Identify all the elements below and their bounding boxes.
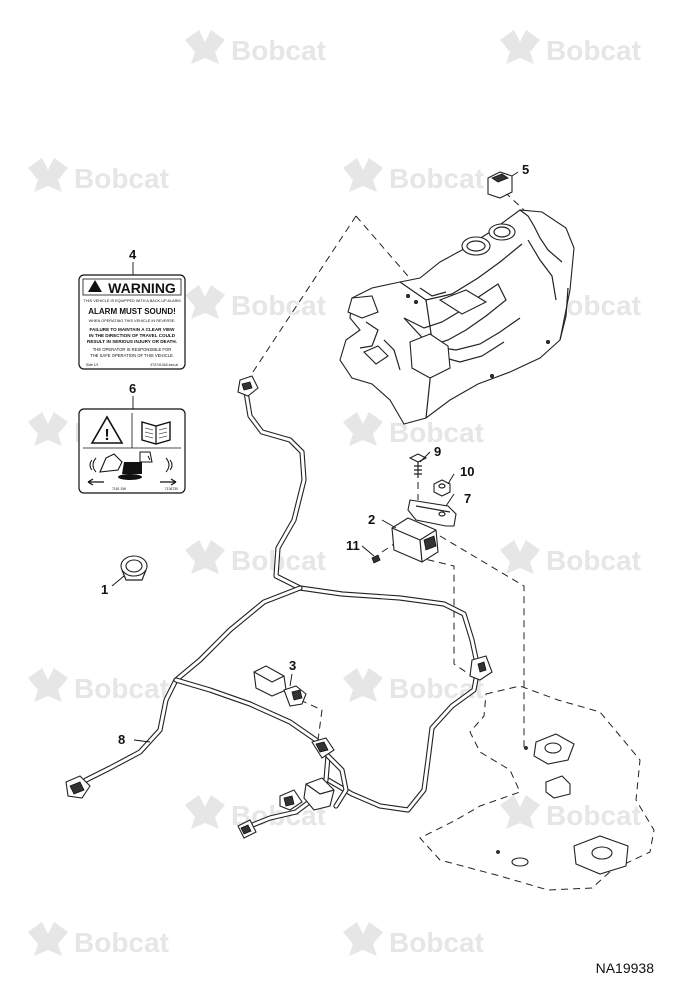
callout-5: 5 <box>522 162 529 177</box>
callout-10: 10 <box>460 464 474 479</box>
watermark: Bobcat <box>185 285 326 321</box>
leader-lines <box>111 171 519 743</box>
watermark: Bobcat <box>28 668 169 704</box>
decal-warning-line: THE OPERATOR IS RESPONSIBLE FOR <box>93 347 172 352</box>
watermark: Bobcat <box>185 30 326 66</box>
callout-7: 7 <box>464 491 471 506</box>
part-5-switch <box>487 171 513 199</box>
part-1-grommet <box>120 555 148 581</box>
watermark: Bobcat <box>500 30 641 66</box>
floor-plate <box>419 685 655 891</box>
watermark: Bobcat <box>500 540 641 576</box>
watermark: Bobcat <box>185 540 326 576</box>
warning-triangle-icon: ! <box>90 415 124 444</box>
svg-text:Bobcat: Bobcat <box>231 290 326 321</box>
watermark: Bobcat <box>343 668 484 704</box>
callout-3: 3 <box>289 658 296 673</box>
decal-warning-header: WARNING <box>108 280 176 296</box>
part-2-alarm-module <box>391 517 439 563</box>
svg-text:!: ! <box>104 427 109 444</box>
decal-warning-title: ALARM MUST SOUND! <box>88 307 176 316</box>
svg-text:Bobcat: Bobcat <box>231 35 326 66</box>
callout-2: 2 <box>368 512 375 527</box>
svg-text:Bobcat: Bobcat <box>389 163 484 194</box>
watermark: Bobcat <box>500 795 641 831</box>
decal-pictorial-footer-right: 7136730 <box>165 487 178 491</box>
part-3-connector <box>253 665 307 707</box>
callout-11: 11 <box>346 538 360 553</box>
decal-warning-line: THE SAFE OPERATION OF THIS VEHICLE. <box>90 353 174 358</box>
part-11-clip <box>371 554 381 564</box>
decal-warning-line: FAILURE TO MAINTAIN A CLEAR VIEW <box>90 327 176 332</box>
excavator-reverse-icon <box>87 451 177 486</box>
part-6-pictorial-decal: ! 7181 SW 7136730 <box>78 408 186 494</box>
svg-text:!: ! <box>94 283 97 293</box>
svg-text:Bobcat: Bobcat <box>74 673 169 704</box>
watermark: Bobcat <box>343 158 484 194</box>
watermark: Bobcat <box>343 922 484 958</box>
svg-text:Bobcat: Bobcat <box>74 163 169 194</box>
decal-pictorial-footer-left: 7181 SW <box>112 487 127 491</box>
part-7-bracket <box>407 499 457 527</box>
watermark: Bobcat <box>28 922 169 958</box>
svg-text:Bobcat: Bobcat <box>74 927 169 958</box>
svg-text:Bobcat: Bobcat <box>546 35 641 66</box>
svg-text:Bobcat: Bobcat <box>546 545 641 576</box>
callout-6: 6 <box>129 381 136 396</box>
decal-warning-line: IN THE DIRECTION OF TRAVEL COULD <box>89 333 176 338</box>
callout-1: 1 <box>101 582 108 597</box>
watermark-layer: Bobcat Bobcat Bobcat Bobcat Bobcat Bobca… <box>28 30 641 958</box>
callout-4: 4 <box>129 247 137 262</box>
decal-warning-footer-right: 6737410A0.eed.ai <box>150 363 178 367</box>
decal-warning-line: WHEN OPERATING THIS VEHICLE IN REVERSE. <box>89 319 176 323</box>
part-9-bolt <box>408 453 428 478</box>
part-10-nut <box>433 479 451 497</box>
svg-text:Bobcat: Bobcat <box>546 800 641 831</box>
operator-manual-icon <box>141 421 171 445</box>
callout-9: 9 <box>434 444 441 459</box>
drawing-reference-code: NA19938 <box>595 960 654 976</box>
decal-warning-footer-left: Side 1/1 <box>86 363 99 367</box>
warning-triangle-icon <box>88 280 102 292</box>
decal-warning-line: RESULT IN SERIOUS INJURY OR DEATH. <box>87 339 177 344</box>
watermark: Bobcat <box>28 158 169 194</box>
svg-text:Bobcat: Bobcat <box>389 673 484 704</box>
callouts: 4 6 1 2 3 5 7 8 9 10 11 <box>101 162 529 747</box>
svg-text:Bobcat: Bobcat <box>389 927 484 958</box>
alarm-sound-icon <box>89 457 173 473</box>
console-assembly <box>339 209 575 425</box>
part-8-wiring-harness <box>65 375 493 839</box>
decal-warning-line: THIS VEHICLE IS EQUIPPED WITH A BACK-UP … <box>84 299 181 303</box>
part-4-warning-decal: ! WARNING THIS VEHICLE IS EQUIPPED WITH … <box>78 274 186 370</box>
callout-8: 8 <box>118 732 125 747</box>
